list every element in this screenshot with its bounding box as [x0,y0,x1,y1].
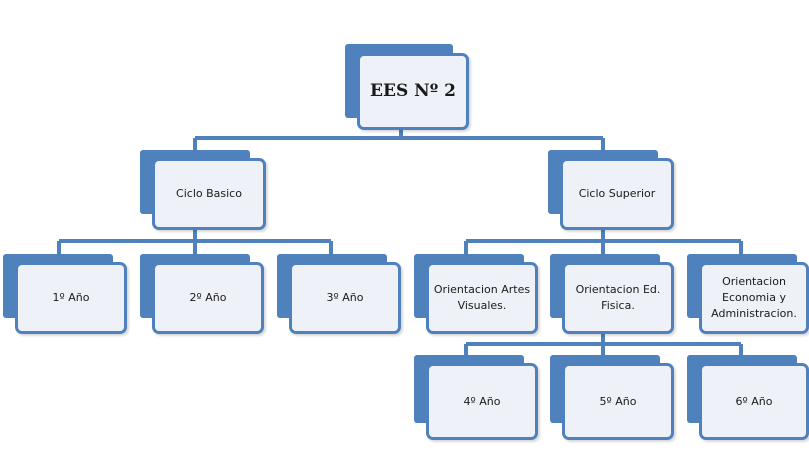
node-orientacion-artes: Orientacion Artes Visuales. [414,254,538,334]
node-label: Orientacion Artes Visuales. [426,262,538,334]
node-label: 2º Año [152,262,264,334]
connector-ciclo-superior [464,224,743,256]
node-label: 4º Año [426,363,538,440]
node-label: EES Nº 2 [357,53,469,130]
node-label: 6º Año [699,363,809,440]
node-anio-6: 6º Año [687,355,809,440]
node-ciclo-superior: Ciclo Superior [548,150,674,230]
node-orientacion-economia: Orientacion Economia y Administracion. [687,254,809,334]
connector-root [193,126,605,154]
node-label: 5º Año [562,363,674,440]
node-anio-1: 1º Año [3,254,127,334]
node-label: Ciclo Basico [152,158,266,230]
node-label: 1º Año [15,262,127,334]
node-ciclo-basico: Ciclo Basico [140,150,266,230]
node-orientacion-ed-fisica: Orientacion Ed. Fisica. [550,254,674,334]
node-label: Orientacion Ed. Fisica. [562,262,674,334]
connector-ciclo-basico [57,224,333,256]
node-anio-2: 2º Año [140,254,264,334]
connector-ed-fisica [464,333,743,358]
node-label: Orientacion Economia y Administracion. [699,262,809,334]
node-label: Ciclo Superior [560,158,674,230]
node-anio-4: 4º Año [414,355,538,440]
node-ees-root: EES Nº 2 [345,44,469,130]
node-anio-5: 5º Año [550,355,674,440]
node-anio-3: 3º Año [277,254,401,334]
node-label: 3º Año [289,262,401,334]
